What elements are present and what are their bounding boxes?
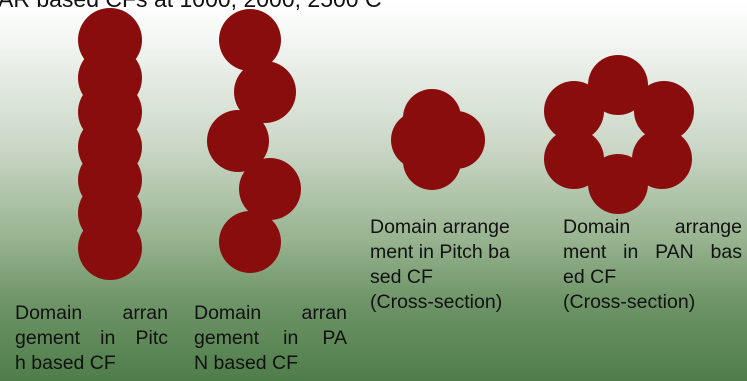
pan-cross-domain-circle bbox=[544, 81, 604, 141]
pan-cross-domain-circle bbox=[544, 129, 604, 189]
caption-pan-longitudinal: Domain arran gement in PA N based CF bbox=[194, 302, 347, 374]
pan-domain-circle bbox=[207, 110, 269, 172]
pan-longitudinal-domains bbox=[207, 9, 301, 273]
pan-domain-circle bbox=[239, 158, 301, 220]
pitch-cross-domain-circle bbox=[403, 132, 461, 190]
caption-pitch-longitudinal: Domain arran gement in Pitc h based CF bbox=[15, 302, 168, 374]
pan-cross-domain-circle bbox=[588, 154, 648, 214]
pan-cross-domain-circle bbox=[632, 129, 692, 189]
pan-cross-section-domains bbox=[544, 55, 694, 214]
pan-domain-circle bbox=[234, 61, 296, 123]
caption-pitch-cross-section: Domain arrange ment in Pitch ba sed CF (… bbox=[370, 216, 510, 313]
caption-pan-cross-section: Domain arrange ment in PAN bas ed CF (Cr… bbox=[563, 216, 742, 313]
pitch-domain-circle bbox=[78, 216, 142, 280]
pitch-longitudinal-domains bbox=[78, 8, 142, 280]
pan-cross-domain-circle bbox=[634, 81, 694, 141]
pan-domain-circle bbox=[219, 211, 281, 273]
pan-domain-circle bbox=[219, 9, 281, 71]
pan-cross-domain-circle bbox=[588, 55, 648, 115]
pitch-cross-section-domains bbox=[391, 89, 485, 190]
slide-header: AR based CFs at 1000, 2000, 2500 C bbox=[0, 0, 382, 13]
